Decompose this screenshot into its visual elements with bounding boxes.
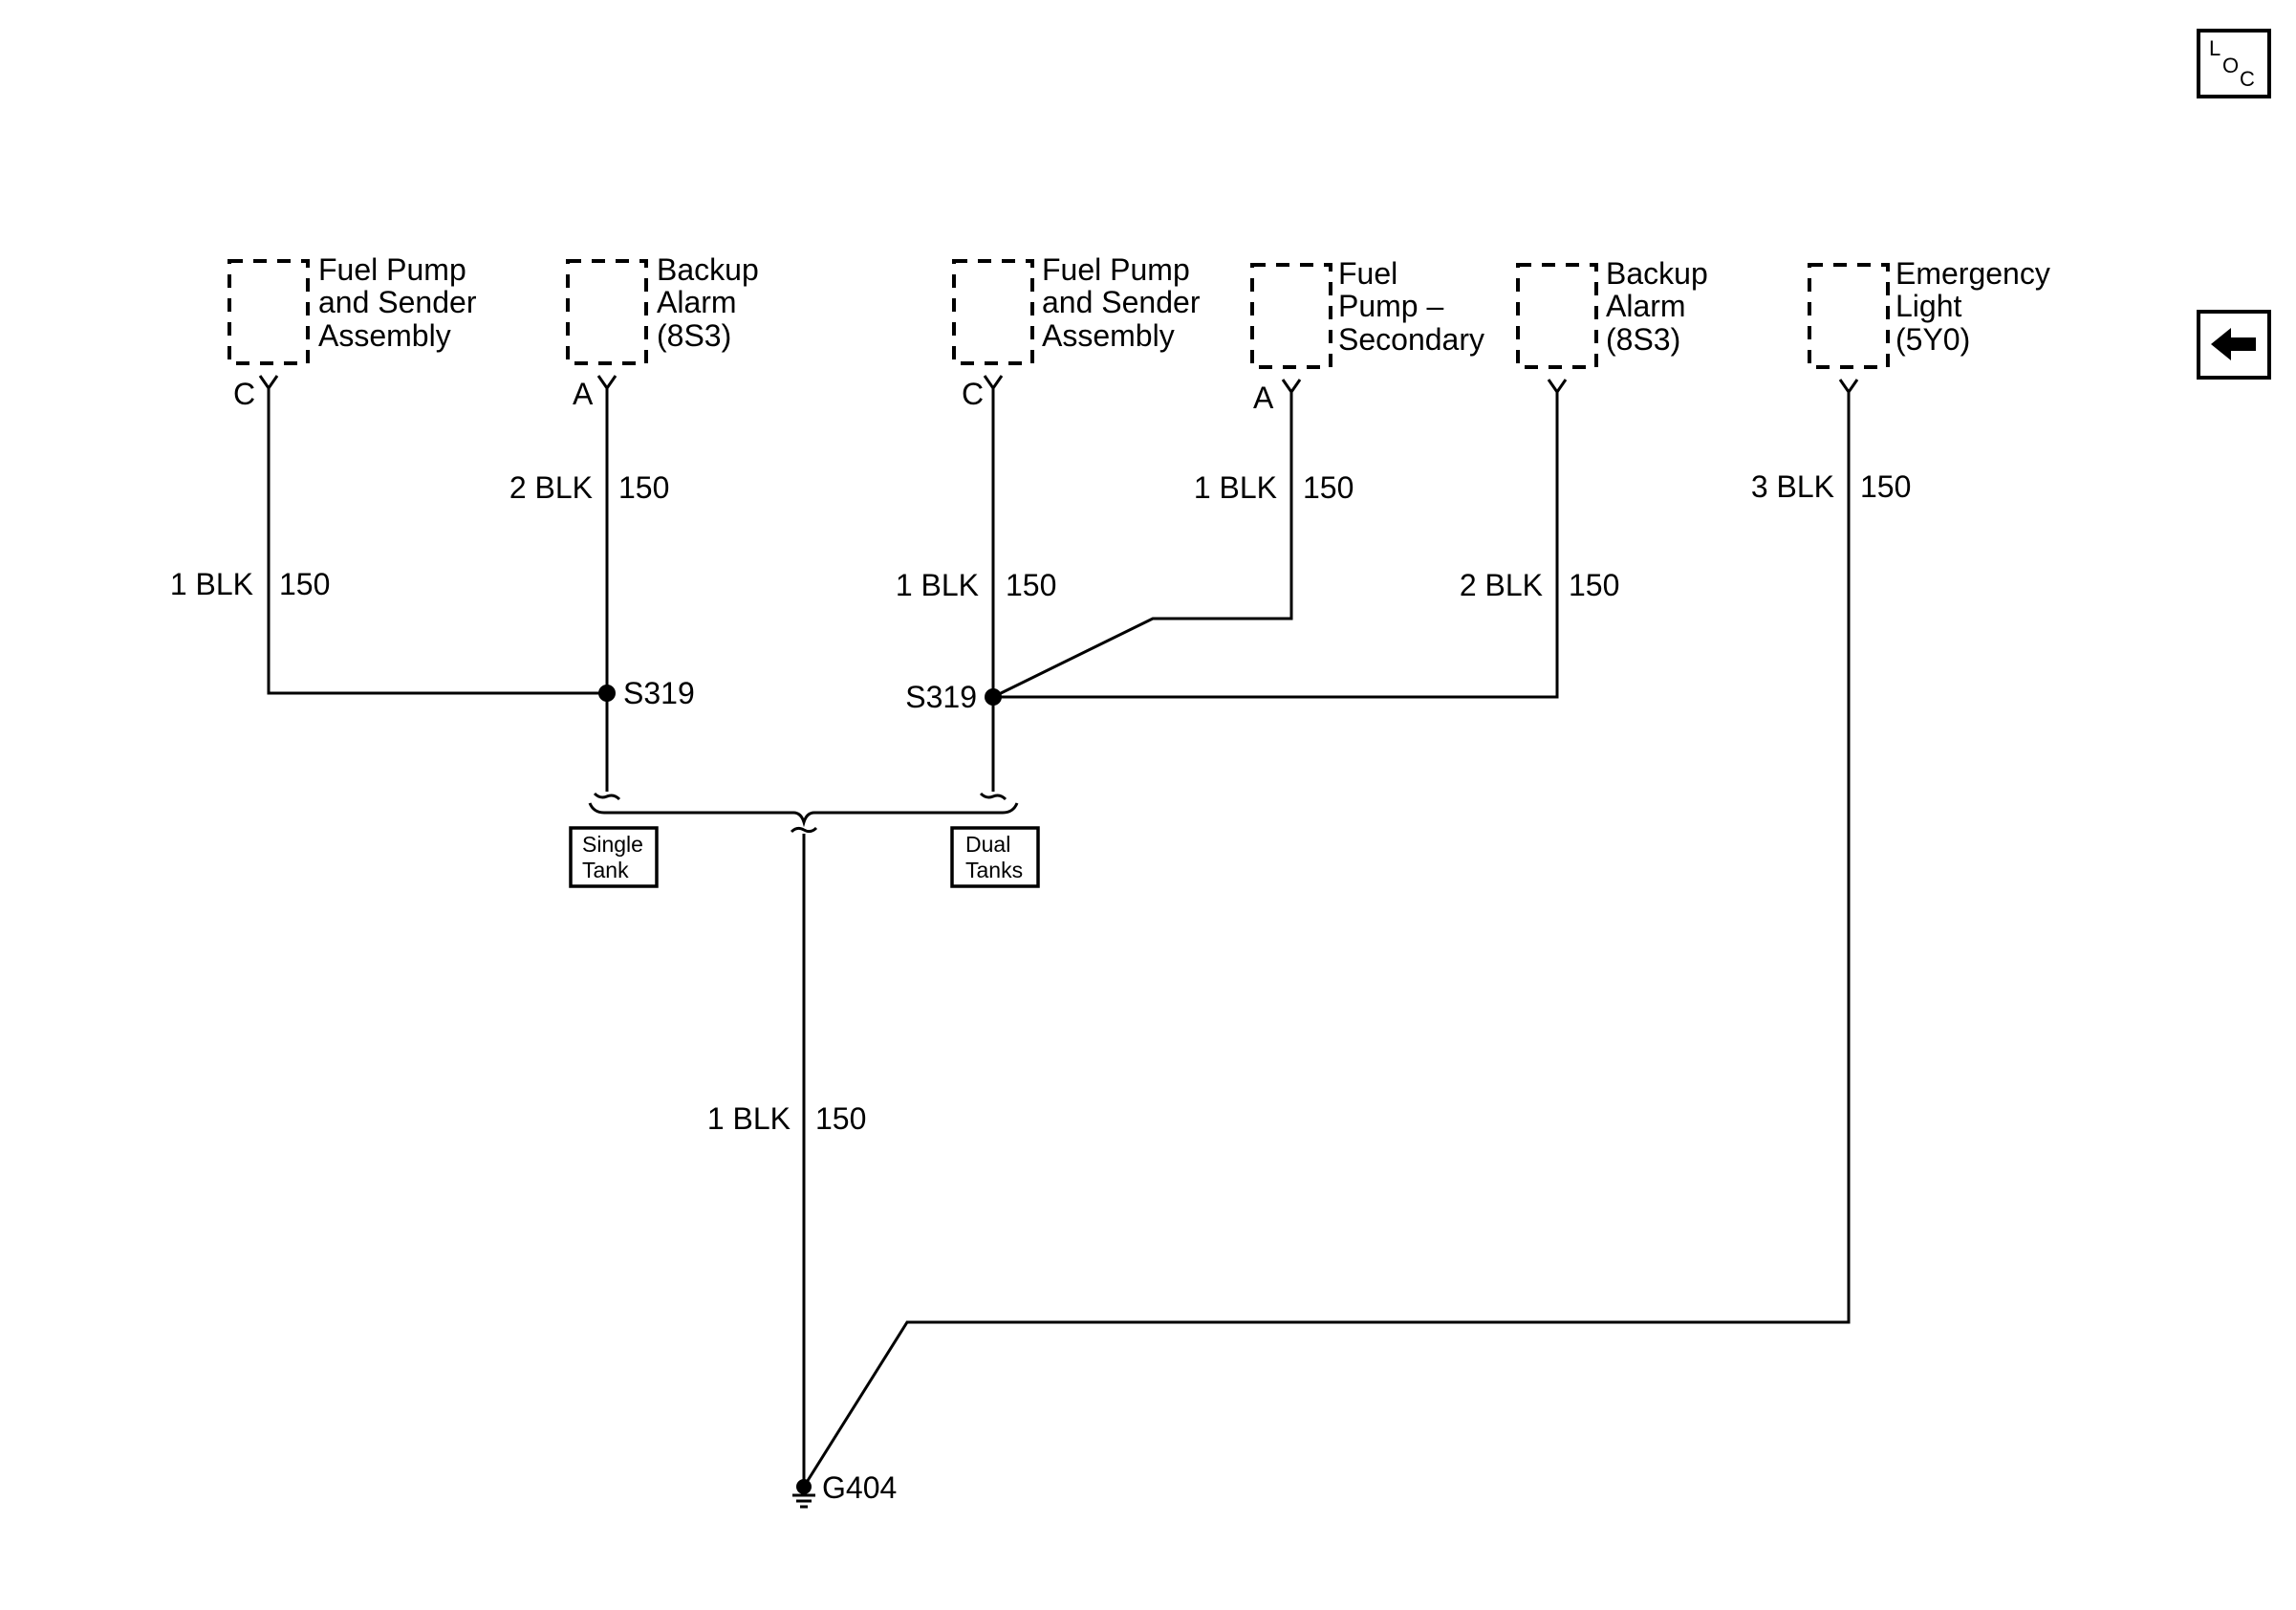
svg-text:2 BLK: 2 BLK bbox=[1460, 568, 1543, 602]
svg-text:150: 150 bbox=[1569, 568, 1619, 602]
svg-text:Assembly: Assembly bbox=[1042, 318, 1175, 353]
left-arrow-icon bbox=[2211, 328, 2256, 360]
svg-text:(8S3): (8S3) bbox=[657, 318, 731, 353]
terminal-icon bbox=[1281, 379, 1302, 395]
svg-text:150: 150 bbox=[1860, 469, 1911, 504]
svg-text:150: 150 bbox=[1303, 470, 1354, 505]
loc-letter-l: L bbox=[2209, 36, 2220, 60]
ground-label: G404 bbox=[822, 1470, 897, 1505]
splice-label: S319 bbox=[905, 680, 977, 714]
svg-text:1 BLK: 1 BLK bbox=[896, 568, 979, 602]
svg-text:150: 150 bbox=[618, 470, 669, 505]
svg-text:Dual: Dual bbox=[965, 832, 1010, 857]
svg-text:1 BLK: 1 BLK bbox=[170, 567, 253, 601]
svg-text:Emergency: Emergency bbox=[1895, 256, 2050, 291]
backup-alarm-1-label: Backup Alarm (8S3) bbox=[657, 252, 759, 353]
svg-text:(8S3): (8S3) bbox=[1606, 322, 1680, 357]
fuel-pump-sender-1-box[interactable] bbox=[227, 259, 310, 365]
svg-text:Light: Light bbox=[1895, 289, 1962, 323]
fuel-pump-secondary-box[interactable] bbox=[1250, 263, 1332, 369]
terminal-icon bbox=[1838, 379, 1859, 395]
splice-dot bbox=[985, 688, 1002, 706]
wire-label: 3 BLK 150 bbox=[1751, 469, 1912, 504]
svg-text:Fuel: Fuel bbox=[1338, 256, 1397, 291]
svg-text:1 BLK: 1 BLK bbox=[1194, 470, 1277, 505]
svg-text:Secondary: Secondary bbox=[1338, 322, 1484, 357]
svg-text:Alarm: Alarm bbox=[1606, 289, 1686, 323]
fuel-pump-sender-1-label: Fuel Pump and Sender Assembly bbox=[318, 252, 477, 353]
ground-icon bbox=[792, 1479, 815, 1509]
terminal-icon bbox=[258, 375, 279, 391]
svg-text:and Sender: and Sender bbox=[1042, 285, 1201, 319]
option-dual-tanks[interactable]: Dual Tanks bbox=[950, 826, 1040, 888]
svg-text:150: 150 bbox=[1006, 568, 1056, 602]
terminal-icon bbox=[983, 375, 1004, 391]
svg-text:Fuel Pump: Fuel Pump bbox=[1042, 252, 1190, 287]
svg-text:Assembly: Assembly bbox=[318, 318, 451, 353]
emergency-light-box[interactable] bbox=[1808, 263, 1890, 369]
fuel-pump-secondary-label: Fuel Pump – Secondary bbox=[1338, 256, 1484, 357]
wire-label: 1 BLK 150 bbox=[707, 1101, 867, 1136]
wire-label: 2 BLK 150 bbox=[1460, 568, 1620, 602]
svg-text:Pump –: Pump – bbox=[1338, 289, 1443, 323]
pin-label: C bbox=[962, 377, 984, 411]
svg-text:Backup: Backup bbox=[1606, 256, 1708, 291]
wire-label: 1 BLK 150 bbox=[1194, 470, 1354, 505]
splice-dot bbox=[598, 685, 616, 702]
svg-text:Alarm: Alarm bbox=[657, 285, 737, 319]
loc-button[interactable]: L O C bbox=[2197, 29, 2271, 98]
option-single-tank[interactable]: Single Tank bbox=[569, 826, 659, 888]
svg-text:3 BLK: 3 BLK bbox=[1751, 469, 1834, 504]
terminal-icon bbox=[596, 375, 617, 391]
svg-text:Single: Single bbox=[582, 832, 643, 857]
fuel-pump-sender-2-label: Fuel Pump and Sender Assembly bbox=[1042, 252, 1201, 353]
svg-text:150: 150 bbox=[279, 567, 330, 601]
terminal-icon bbox=[1547, 379, 1568, 395]
wire-label: 2 BLK 150 bbox=[509, 470, 670, 505]
splice-label: S319 bbox=[623, 676, 695, 710]
svg-text:and Sender: and Sender bbox=[318, 285, 477, 319]
wire-paths bbox=[267, 388, 1851, 1488]
svg-text:Tanks: Tanks bbox=[965, 858, 1023, 882]
emergency-light-label: Emergency Light (5Y0) bbox=[1895, 256, 2050, 357]
svg-text:1 BLK: 1 BLK bbox=[707, 1101, 791, 1136]
wire-label: 1 BLK 150 bbox=[170, 567, 331, 601]
backup-alarm-2-box[interactable] bbox=[1516, 263, 1598, 369]
backup-alarm-2-label: Backup Alarm (8S3) bbox=[1606, 256, 1708, 357]
pin-label: A bbox=[1253, 381, 1274, 415]
loc-letter-c: C bbox=[2240, 67, 2255, 91]
pin-label: C bbox=[233, 377, 255, 411]
option-break bbox=[588, 792, 1019, 834]
wire-label: 1 BLK 150 bbox=[896, 568, 1057, 602]
pin-label: A bbox=[573, 377, 594, 411]
svg-text:2 BLK: 2 BLK bbox=[509, 470, 593, 505]
svg-text:Backup: Backup bbox=[657, 252, 759, 287]
back-button[interactable] bbox=[2197, 310, 2271, 380]
svg-text:(5Y0): (5Y0) bbox=[1895, 322, 1970, 357]
svg-text:150: 150 bbox=[815, 1101, 866, 1136]
backup-alarm-1-box[interactable] bbox=[566, 259, 648, 365]
svg-text:Tank: Tank bbox=[582, 858, 629, 882]
loc-letter-o: O bbox=[2222, 54, 2239, 77]
svg-text:Fuel Pump: Fuel Pump bbox=[318, 252, 466, 287]
fuel-pump-sender-2-box[interactable] bbox=[952, 259, 1034, 365]
